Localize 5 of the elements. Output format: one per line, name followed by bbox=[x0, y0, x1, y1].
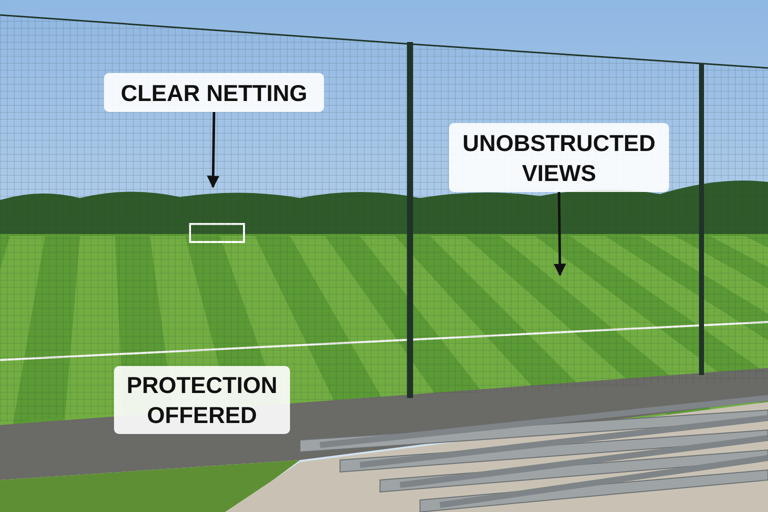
callout-label: UNOBSTRUCTED VIEWS bbox=[449, 123, 669, 192]
leader-arrow bbox=[554, 192, 566, 276]
callout-label: CLEAR NETTING bbox=[104, 73, 324, 112]
leader-arrow bbox=[206, 112, 220, 188]
callout-label: PROTECTION OFFERED bbox=[114, 366, 290, 434]
